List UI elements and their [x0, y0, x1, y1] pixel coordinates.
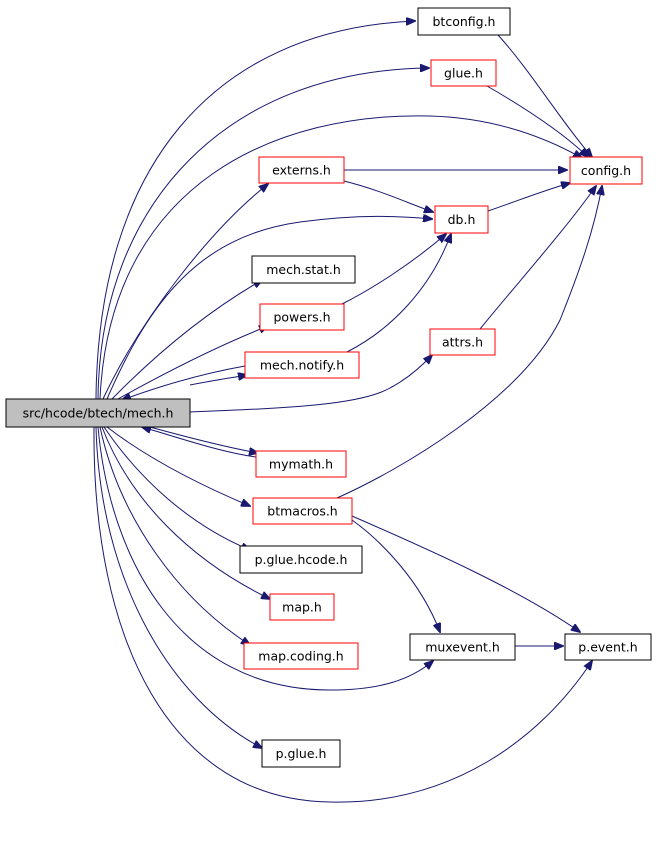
- node-box: [239, 545, 363, 574]
- node-box: [434, 205, 489, 234]
- node-label: btmacros.h: [267, 504, 337, 519]
- node-box: [429, 328, 496, 356]
- edge-mech-to-mechnotify: [189, 375, 247, 386]
- edge-mech-to-btmacros: [106, 426, 250, 506]
- edge-mechnotify-to-mech: [122, 365, 246, 400]
- node-label: p.glue.hcode.h: [255, 552, 348, 567]
- edge-btconfig-to-config: [497, 34, 592, 157]
- edge-mech-to-externs: [102, 184, 268, 400]
- node-muxevent[interactable]: muxevent.h: [409, 633, 516, 661]
- edge-mech-to-pglue: [95, 426, 262, 748]
- edge-mech-to-mapcoding: [99, 426, 250, 645]
- node-box: [5, 398, 191, 428]
- node-mymath[interactable]: mymath.h: [255, 450, 347, 478]
- node-label: map.h: [282, 600, 322, 615]
- node-glue[interactable]: glue.h: [430, 59, 497, 87]
- edge-mech-to-mymath: [149, 426, 258, 453]
- node-box: [409, 633, 516, 661]
- node-pgluehcode[interactable]: p.glue.hcode.h: [239, 545, 363, 574]
- node-box: [255, 450, 347, 478]
- node-attrs[interactable]: attrs.h: [429, 328, 496, 356]
- edge-mech-to-db: [106, 216, 432, 400]
- node-box: [259, 303, 345, 331]
- edge-mech-to-attrs: [189, 355, 432, 413]
- node-config[interactable]: config.h: [569, 156, 643, 185]
- edges-layer: [93, 21, 602, 803]
- nodes-layer: src/hcode/btech/mech.h btconfig.h glue.h co…: [5, 7, 652, 768]
- node-box: [258, 156, 345, 184]
- node-label: mech.stat.h: [266, 262, 341, 277]
- edge-mech-to-pevent: [93, 426, 592, 803]
- edge-mech-to-glue: [97, 68, 429, 400]
- node-label: p.glue.h: [276, 746, 327, 761]
- node-box: [269, 593, 335, 621]
- node-box: [251, 255, 356, 284]
- node-mechstat[interactable]: mech.stat.h: [251, 255, 356, 284]
- edge-btmacros-to-muxevent: [351, 519, 440, 632]
- edge-attrs-to-config: [479, 186, 596, 330]
- node-box: [252, 497, 353, 525]
- edge-mech-to-btconfig: [95, 21, 415, 400]
- node-label: mech.notify.h: [260, 358, 344, 373]
- node-btconfig[interactable]: btconfig.h: [417, 7, 511, 36]
- edge-btmacros-to-config: [336, 186, 602, 499]
- edge-mech-to-config: [99, 115, 582, 400]
- node-box: [244, 351, 360, 379]
- node-label: db.h: [448, 212, 476, 227]
- node-label: powers.h: [273, 310, 330, 325]
- edge-mech-to-muxevent: [97, 426, 433, 691]
- edge-mech-to-pgluehcode: [103, 426, 250, 550]
- node-label: attrs.h: [442, 335, 483, 350]
- node-pglue[interactable]: p.glue.h: [261, 739, 341, 768]
- node-externs[interactable]: externs.h: [258, 156, 345, 184]
- node-label: map.coding.h: [258, 649, 343, 664]
- node-label: externs.h: [272, 163, 331, 178]
- edge-btmacros-to-pevent: [351, 515, 580, 632]
- edge-mech-to-map: [101, 426, 270, 599]
- node-label: glue.h: [444, 66, 483, 81]
- node-box: [564, 633, 652, 661]
- node-map[interactable]: map.h: [269, 593, 335, 621]
- edge-db-to-config: [487, 183, 570, 212]
- node-box: [569, 156, 643, 185]
- node-label: mymath.h: [269, 457, 333, 472]
- node-mechnotify[interactable]: mech.notify.h: [244, 351, 360, 379]
- edge-glue-to-config: [486, 85, 588, 157]
- edge-externs-to-db: [343, 180, 433, 212]
- node-powers[interactable]: powers.h: [259, 303, 345, 331]
- node-pevent[interactable]: p.event.h: [564, 633, 652, 661]
- node-db[interactable]: db.h: [434, 205, 489, 234]
- node-btmacros[interactable]: btmacros.h: [252, 497, 353, 525]
- node-box: [417, 7, 511, 36]
- node-label: config.h: [581, 163, 631, 178]
- edge-mymath-to-mech: [142, 427, 257, 458]
- node-label: muxevent.h: [425, 640, 500, 655]
- node-mapcoding[interactable]: map.coding.h: [243, 642, 359, 670]
- node-label: btconfig.h: [433, 14, 496, 29]
- node-mech[interactable]: src/hcode/btech/mech.h: [5, 398, 191, 428]
- node-box: [261, 739, 341, 768]
- edge-mech-to-powers: [117, 326, 268, 400]
- node-box: [430, 59, 497, 87]
- edge-powers-to-db: [341, 234, 446, 305]
- node-label: src/hcode/btech/mech.h: [23, 406, 174, 421]
- edge-mechnotify-to-db: [346, 234, 451, 353]
- node-box: [243, 642, 359, 670]
- edge-mech-to-mechstat: [111, 280, 262, 400]
- node-label: p.event.h: [578, 640, 637, 655]
